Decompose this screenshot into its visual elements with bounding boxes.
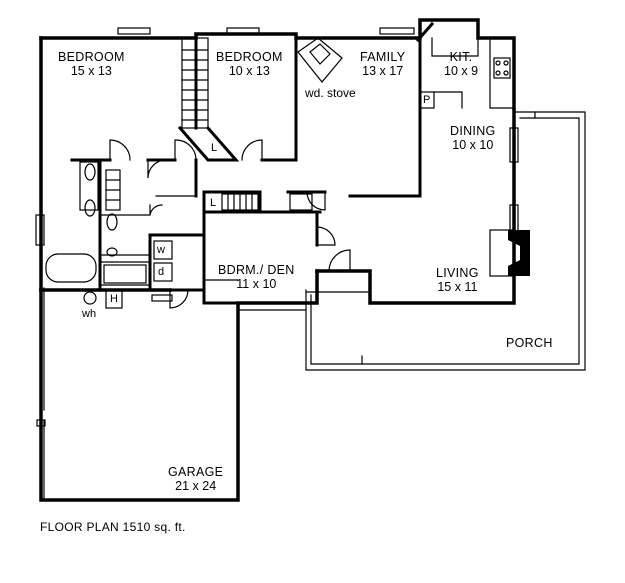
room-dimensions: 13 x 17 [362,64,404,78]
wood-stove-label: wd. stove [305,86,356,100]
room-name: BEDROOM [58,50,125,64]
room-dimensions: 11 x 10 [236,277,277,291]
water-heater-label: wh [82,308,97,320]
door-swings [40,139,351,309]
room-name: GARAGE [168,465,224,479]
linen-closet-label-2: L [210,197,217,209]
room-dimensions: 15 x 13 [70,64,112,78]
bath-fixtures [45,161,147,305]
wood-stove [297,37,343,83]
room-name: PORCH [506,336,553,350]
dryer-label: d [158,266,165,278]
washer-label: w [157,244,165,256]
pantry-label: P [423,94,431,106]
room-dimensions: 15 x 11 [437,280,478,294]
partition-lines [43,214,307,501]
room-dimensions: 10 x 9 [444,64,479,78]
room-label-kitchen: KIT. 10 x 9 [444,50,478,78]
room-name: FAMILY [360,50,406,64]
room-label-den: BDRM./ DEN 11 x 10 [218,263,295,291]
room-name: KIT. [449,50,473,64]
kitchen-counters [419,37,515,109]
room-dimensions: 10 x 13 [228,64,270,78]
porch-outline [305,111,586,371]
room-dimensions: 21 x 24 [175,479,217,493]
room-label-dining: DINING 10 x 10 [450,124,496,152]
room-name: DINING [450,124,496,138]
laundry [105,240,173,309]
linen-closet-label: L [211,142,218,154]
room-dimensions: 10 x 10 [452,138,494,152]
room-label-garage: GARAGE 21 x 24 [168,465,223,493]
room-label-bedroom-2: BEDROOM 10 x 13 [216,50,283,78]
windows [35,27,519,427]
room-label-living: LIVING 15 x 11 [436,266,479,294]
room-label-bedroom-1: BEDROOM 15 x 13 [58,50,125,78]
fireplace [489,229,515,277]
room-name: BDRM./ DEN [218,263,295,277]
plan-caption: FLOOR PLAN 1510 sq. ft. [40,520,186,534]
closets [105,37,313,211]
room-label-family: FAMILY 13 x 17 [360,50,405,78]
hvac-label: H [110,293,118,305]
fireplace-firebox [508,230,530,276]
linen-closet-diagonal [177,125,240,162]
room-label-porch: PORCH [506,336,553,350]
room-name: LIVING [436,266,479,280]
room-name: BEDROOM [216,50,283,64]
